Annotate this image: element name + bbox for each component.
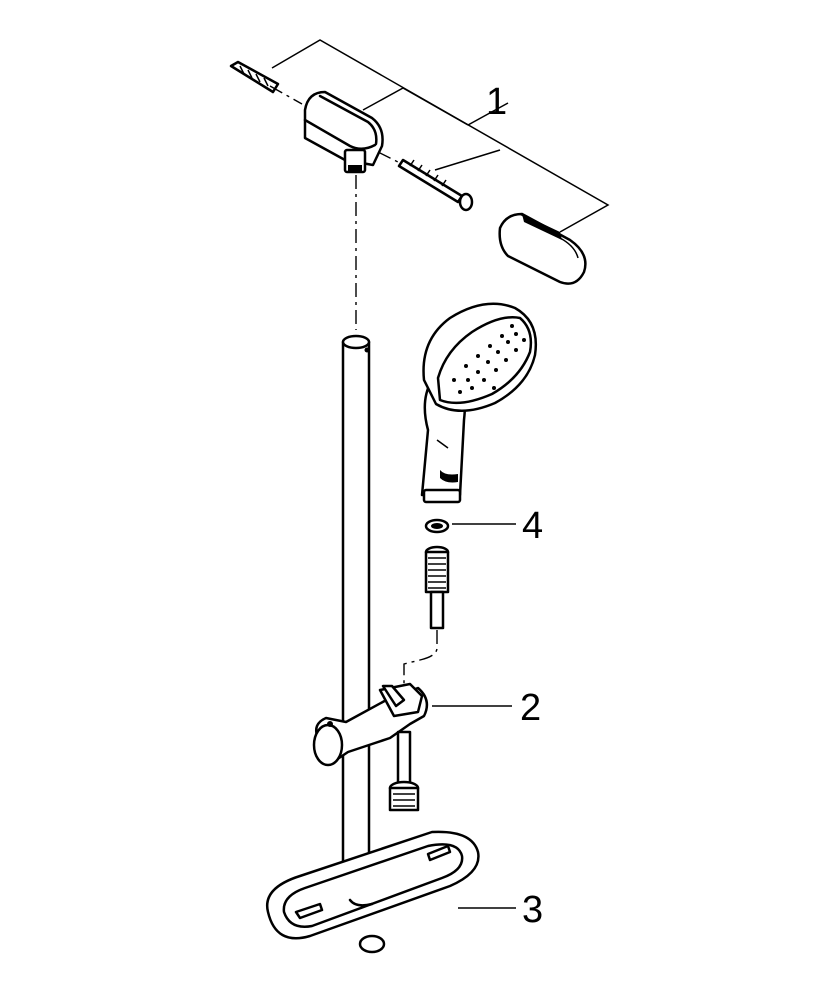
callout-2-label: 2 (520, 687, 541, 729)
hose-connection-line (403, 630, 438, 690)
assembly-axis-screw (377, 151, 399, 163)
callout-1-bracket (271, 39, 610, 233)
soap-dish (265, 830, 480, 954)
wall-bracket-holder (303, 90, 384, 174)
callout-3-label: 3 (522, 889, 543, 931)
hose-nut-top (424, 545, 450, 630)
screw (397, 158, 474, 212)
assembly-axis-wall (269, 85, 303, 105)
spray-nozzles (452, 324, 526, 394)
washer (424, 518, 450, 534)
callout-1-label: 1 (486, 81, 507, 123)
shower-rail (341, 334, 371, 899)
callout-4-label: 4 (522, 505, 543, 547)
wall-plug (229, 60, 280, 94)
hand-shower (420, 302, 538, 504)
cap-cover (498, 212, 587, 285)
rail-slider (312, 682, 429, 812)
